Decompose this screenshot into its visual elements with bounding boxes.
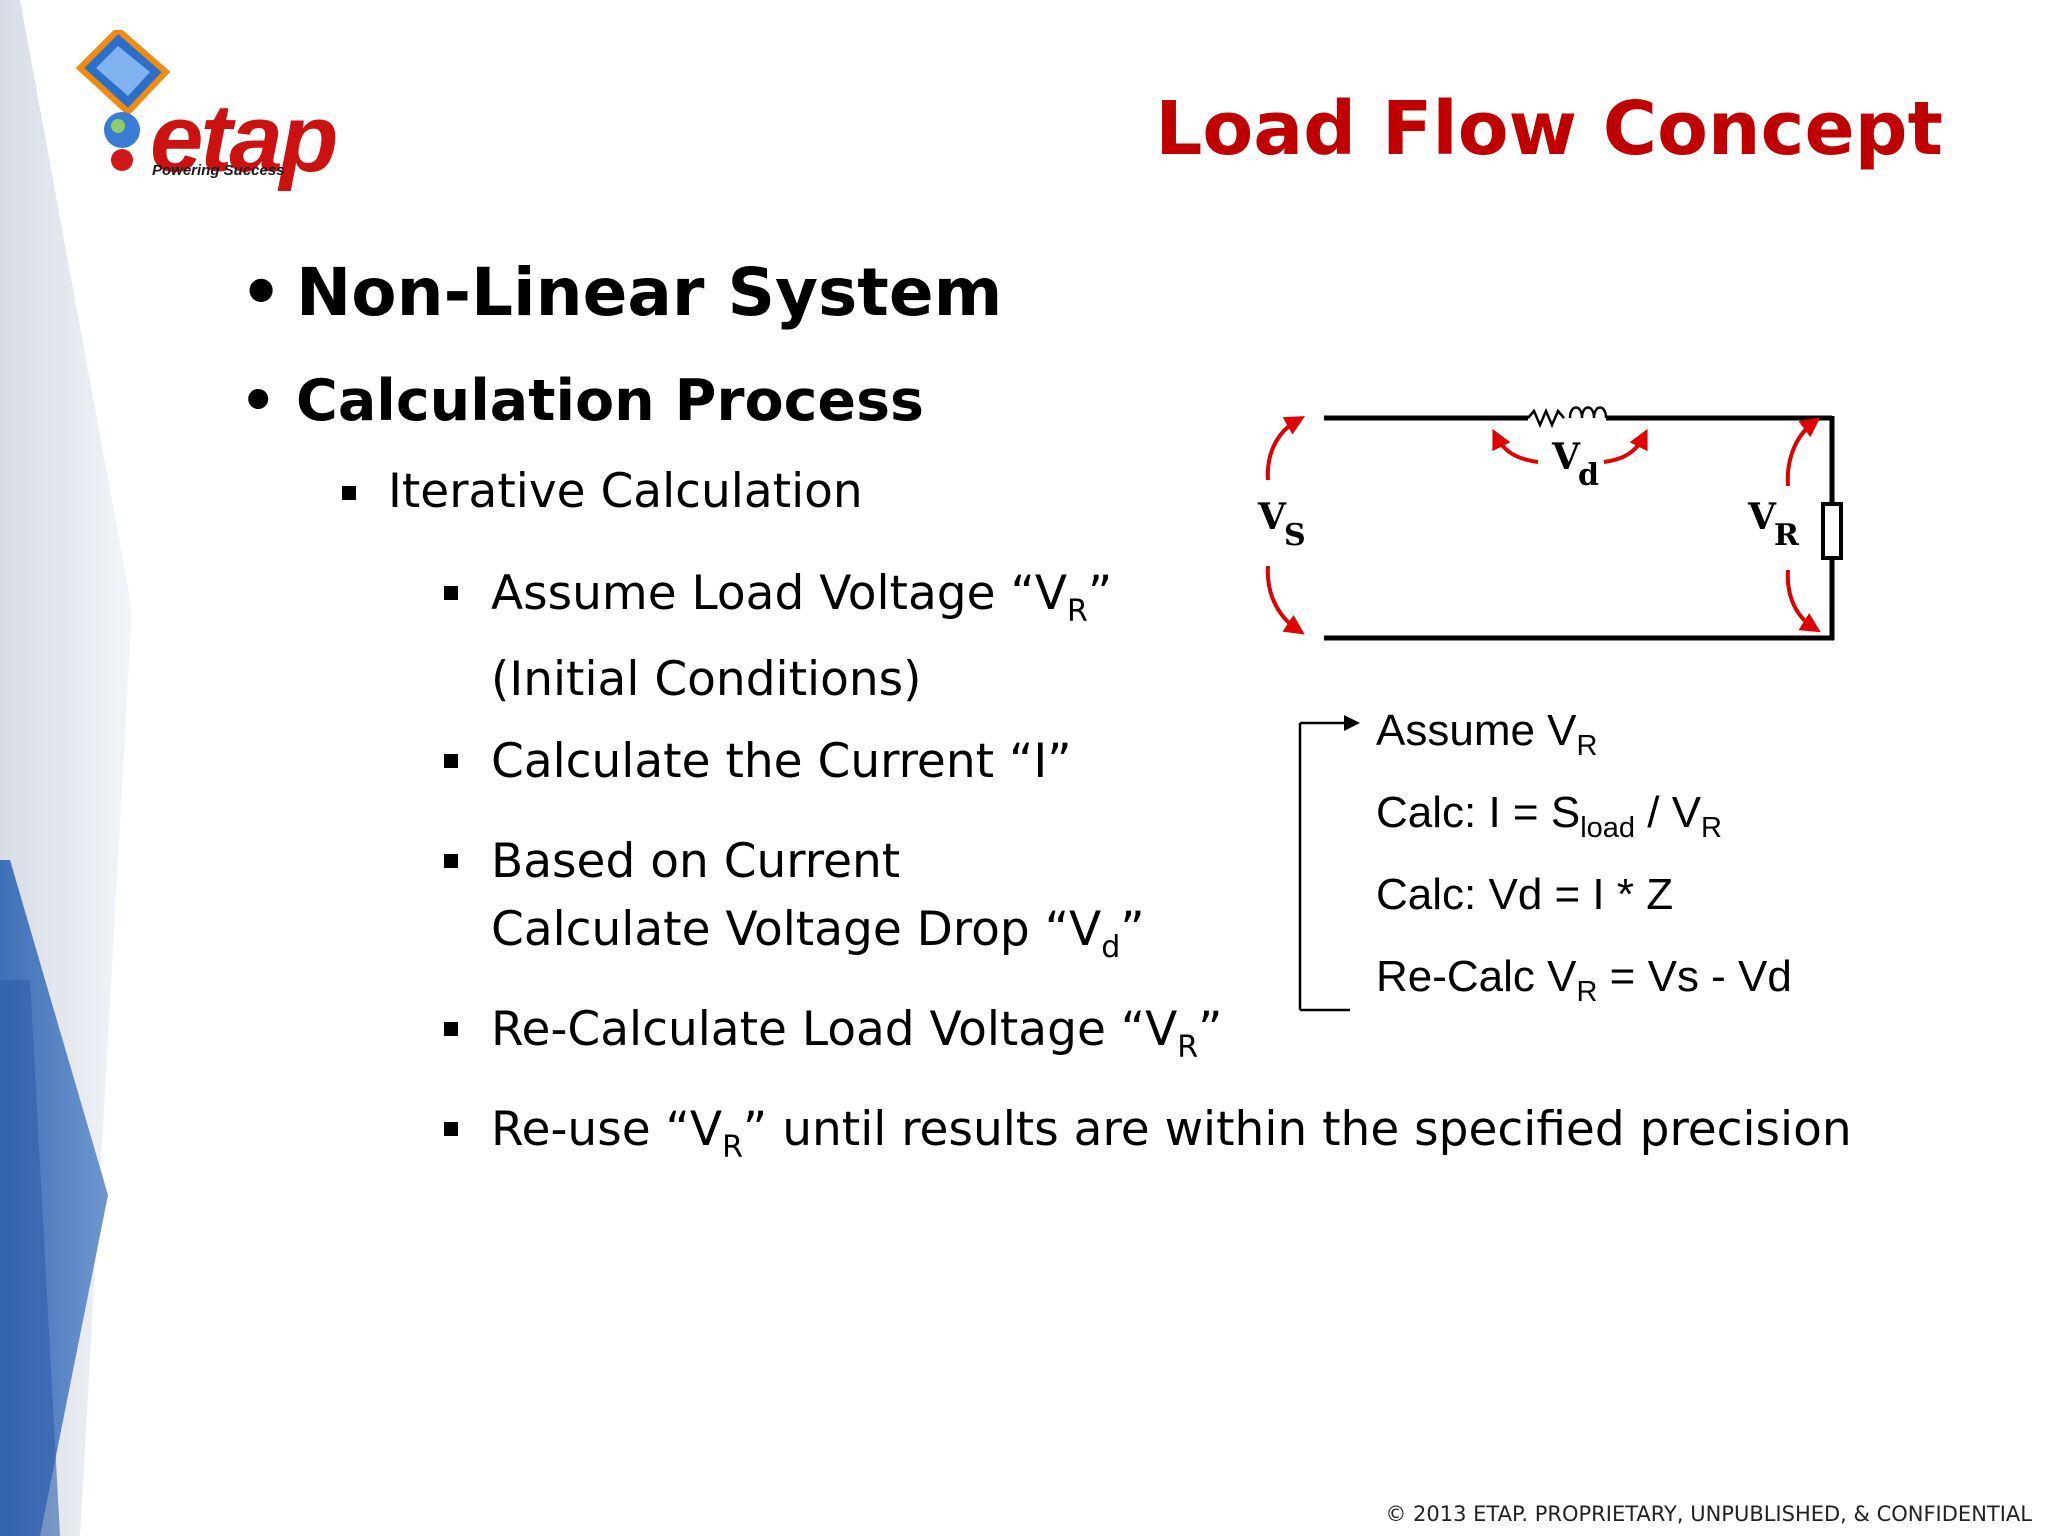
step-assume-load-voltage: Assume Load Voltage “VR” (Initial Condit… [491, 566, 1113, 707]
square-bullet-icon [444, 1122, 458, 1136]
logo-tagline: Powering Success [152, 162, 285, 179]
iteration-loop-bracket [1298, 715, 1360, 1012]
flow-step-calc-current: Calc: I = Sload / VR [1376, 788, 1722, 844]
vr-arrow-up-icon [1785, 417, 1821, 487]
resistor-icon [1527, 407, 1565, 429]
square-bullet-icon [444, 754, 458, 768]
flow-step-assume: Assume VR [1376, 706, 1598, 762]
square-bullet-icon [444, 1022, 458, 1036]
vs-arrow-down-icon [1265, 565, 1305, 635]
vd-arrow-left-icon [1492, 428, 1539, 464]
square-bullet-icon [444, 586, 458, 600]
vd-label: Vd [1552, 436, 1599, 493]
step-reuse-vr: Re-use “VR” until results are within the… [491, 1102, 1852, 1165]
load-icon [1821, 502, 1843, 560]
etap-logo-emblem-icon [75, 30, 171, 171]
step-calculate-voltage-drop: Based on Current Calculate Voltage Drop … [491, 834, 1145, 965]
step-calculate-current: Calculate the Current “I” [491, 734, 1072, 789]
bullet-non-linear-system: •Non-Linear System [240, 254, 1003, 331]
circuit-diagram [1265, 406, 1843, 641]
vs-label: VS [1258, 496, 1306, 553]
vs-arrow-up-icon [1265, 416, 1305, 481]
flow-step-calc-vd: Calc: Vd = I * Z [1376, 870, 1674, 919]
vr-label: VR [1748, 496, 1799, 553]
logo-wordmark: etap [150, 85, 338, 192]
vr-arrow-down-icon [1785, 569, 1821, 633]
bullet-calculation-process: •Calculation Process [240, 368, 924, 434]
bullet-dot: • [240, 368, 277, 434]
inductor-icon [1568, 406, 1608, 419]
flow-step-recalc-vr: Re-Calc VR = Vs - Vd [1376, 952, 1792, 1008]
vd-arrow-right-icon [1603, 428, 1648, 464]
slide-title: Load Flow Concept [1155, 86, 1943, 172]
square-bullet-icon [342, 486, 356, 500]
background-chevron-decor [0, 0, 132, 1536]
step-recalculate-load-voltage: Re-Calculate Load Voltage “VR” [491, 1002, 1223, 1065]
bullet-iterative-calculation: Iterative Calculation [388, 464, 863, 519]
copyright-footer: © 2013 ETAP. PROPRIETARY, UNPUBLISHED, &… [1385, 1502, 2032, 1526]
loop-arrow-icon [1344, 715, 1360, 731]
square-bullet-icon [444, 854, 458, 868]
bullet-dot: • [240, 254, 283, 331]
